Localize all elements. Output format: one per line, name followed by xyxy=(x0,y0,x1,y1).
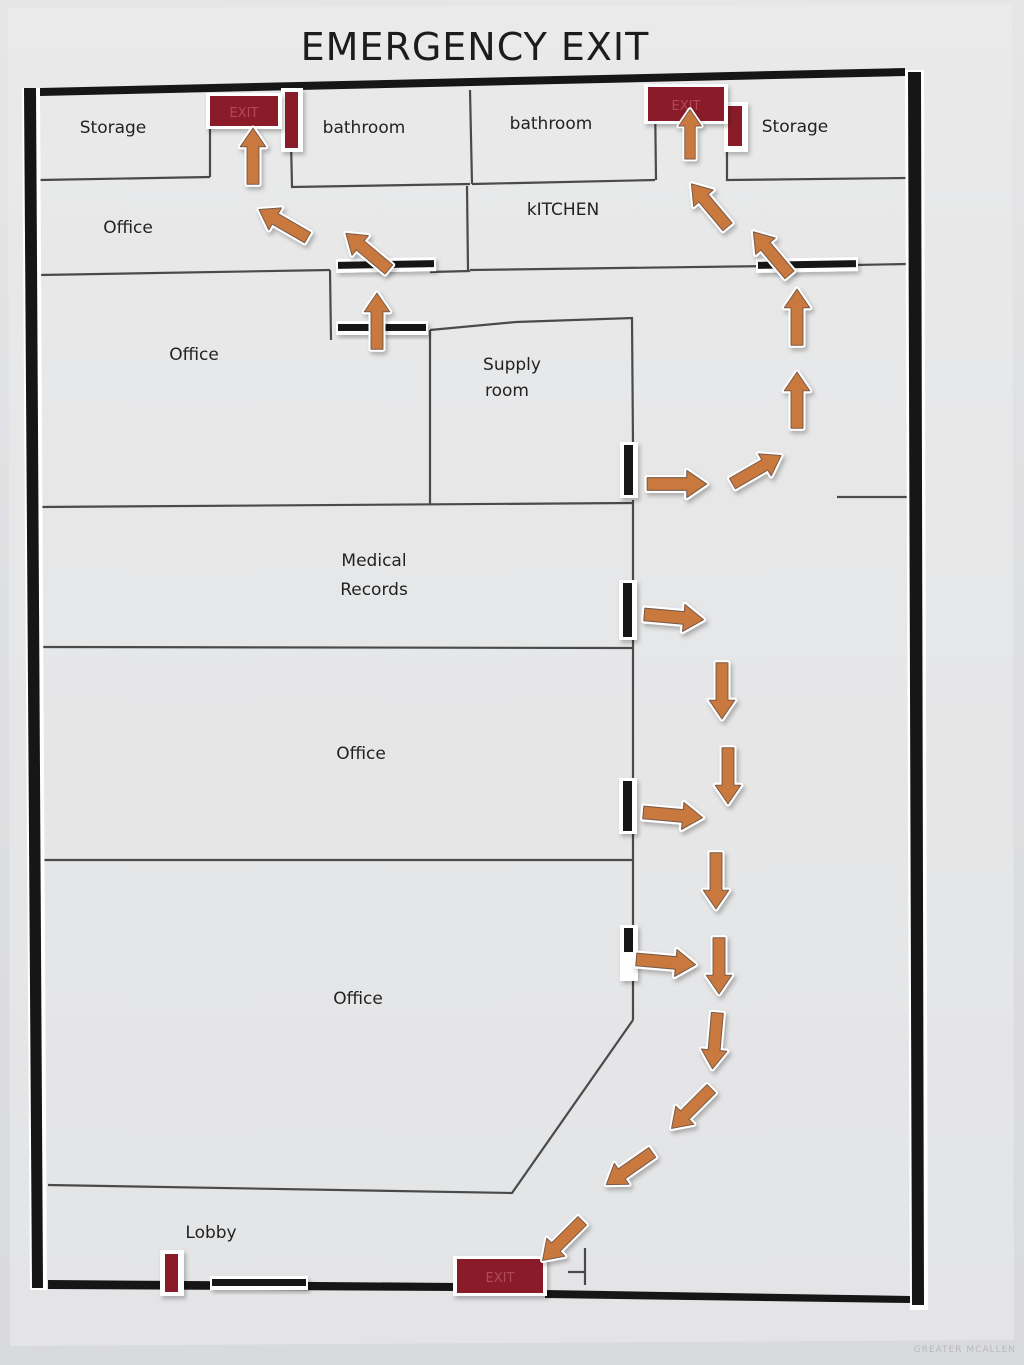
room-label-office-middle: Office xyxy=(336,744,386,764)
door-bathroom-left xyxy=(281,88,303,152)
room-labels: Storage bathroom bathroom Storage Office… xyxy=(80,114,829,1243)
exit-sign-right: EXIT xyxy=(644,84,728,124)
room-label-office-top-left: Office xyxy=(103,218,153,238)
outer-walls xyxy=(22,68,928,1310)
door-lobby-left xyxy=(160,1250,184,1296)
room-label-supply-line2: room xyxy=(485,381,529,401)
door-office-middle xyxy=(619,778,637,834)
watermark-text: GREATER MCALLEN xyxy=(914,1345,1016,1355)
room-label-medical-line1: Medical xyxy=(341,551,406,571)
room-label-lobby: Lobby xyxy=(185,1223,236,1243)
exit-sign-right-label: EXIT xyxy=(672,99,701,114)
room-label-office-lower: Office xyxy=(333,989,383,1009)
room-label-medical-line2: Records xyxy=(340,580,408,600)
exit-sign-left: EXIT xyxy=(206,93,282,129)
room-label-bathroom-left: bathroom xyxy=(323,118,406,138)
exit-sign-left-label: EXIT xyxy=(230,106,259,121)
room-label-storage-right: Storage xyxy=(762,117,829,137)
room-label-bathroom-right: bathroom xyxy=(510,114,593,134)
door-medical xyxy=(619,580,637,640)
door-lobby xyxy=(210,1276,308,1290)
room-label-kitchen: kITCHEN xyxy=(527,200,599,220)
room-label-office-left: Office xyxy=(169,345,219,365)
door-supply xyxy=(620,442,638,498)
exit-sign-bottom: EXIT xyxy=(453,1256,547,1296)
room-label-storage-left: Storage xyxy=(80,118,147,138)
paper-sheet xyxy=(8,4,1014,1346)
page-title: EMERGENCY EXIT xyxy=(301,25,650,69)
room-label-supply-line1: Supply xyxy=(483,355,541,375)
exit-sign-bottom-label: EXIT xyxy=(486,1271,515,1286)
